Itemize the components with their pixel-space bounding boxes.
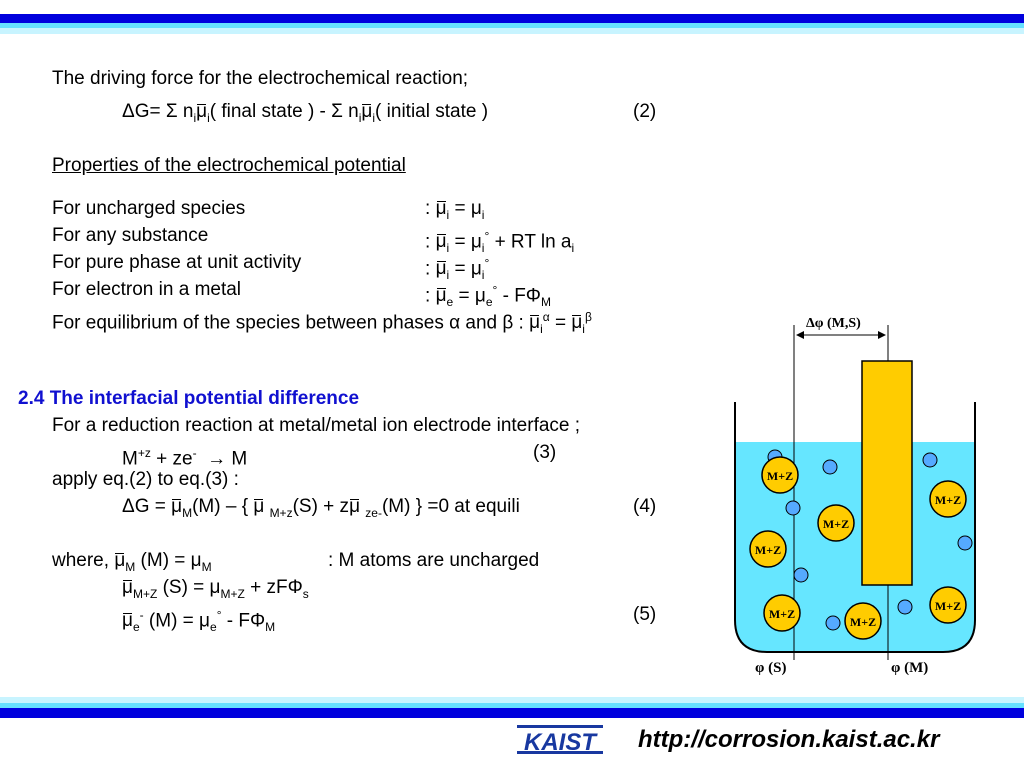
- metal-ion: M+Z: [749, 530, 787, 568]
- phi-s-label: φ (S): [755, 660, 786, 676]
- metal-ion: M+Z: [844, 602, 882, 640]
- svg-text:M+Z: M+Z: [769, 607, 795, 621]
- svg-text:M+Z: M+Z: [935, 599, 961, 613]
- metal-ion: M+Z: [929, 480, 967, 518]
- electrode-diagram: Δφ (M,S) φ (S) φ (M) M+Z M+Z M+Z M+Z M+Z…: [734, 316, 976, 676]
- footer-band-pale: [0, 697, 1024, 703]
- metal-ion: M+Z: [929, 586, 967, 624]
- row-equilibrium: For equilibrium of the species between p…: [52, 310, 592, 337]
- header-band-dark: [0, 14, 1024, 23]
- where-line: where, μM (M) = μM: [52, 550, 212, 574]
- metal-ion: M+Z: [817, 504, 855, 542]
- reduction-text: For a reduction reaction at metal/metal …: [52, 415, 581, 436]
- header-band-pale: [0, 28, 1024, 34]
- row-pure-eq: : μi = μi°: [425, 256, 490, 283]
- where-note: : M atoms are uncharged: [328, 550, 540, 571]
- footer-band-dark: [0, 708, 1024, 718]
- row-uncharged-eq: : μi = μi: [425, 198, 485, 222]
- metal-ion: M+Z: [761, 456, 799, 494]
- row-uncharged-label: For uncharged species: [52, 198, 246, 219]
- apply-text: apply eq.(2) to eq.(3) :: [52, 469, 239, 490]
- equation-3: M+z + ze- → M: [122, 446, 248, 470]
- row-any-eq: : μi = μi° + RT ln ai: [425, 229, 575, 256]
- row-electron-eq: : μe = μe° - FΦM: [425, 283, 551, 310]
- footer-band-light: [0, 703, 1024, 708]
- row-any-label: For any substance: [52, 225, 209, 246]
- svg-text:M+Z: M+Z: [935, 493, 961, 507]
- ion-potential-line: μM+Z (S) = μM+Z + zFΦs: [122, 577, 309, 601]
- intro-text: The driving force for the electrochemica…: [52, 68, 469, 89]
- solvent-molecule: [922, 452, 938, 468]
- row-pure-label: For pure phase at unit activity: [52, 252, 302, 273]
- equation-5-number: (5): [633, 604, 657, 625]
- svg-text:M+Z: M+Z: [823, 517, 849, 531]
- phi-m-label: φ (M): [891, 660, 928, 676]
- solvent-molecule: [785, 500, 801, 516]
- section-heading: 2.4 The interfacial potential difference: [18, 388, 360, 409]
- kaist-logo: KAIST: [517, 725, 603, 756]
- footer-url-link[interactable]: http://corrosion.kaist.ac.kr: [638, 726, 940, 753]
- svg-text:M+Z: M+Z: [850, 615, 876, 629]
- solvent-molecule: [897, 599, 913, 615]
- equation-4-number: (4): [633, 496, 657, 517]
- solvent-molecule: [822, 459, 838, 475]
- header-band-light: [0, 23, 1024, 28]
- equation-2-number: (2): [633, 101, 657, 122]
- solvent-molecule: [957, 535, 973, 551]
- svg-text:KAIST: KAIST: [524, 729, 598, 756]
- svg-text:M+Z: M+Z: [767, 469, 793, 483]
- electron-potential-line: μe- (M) = μe° - FΦM: [122, 608, 276, 635]
- properties-title: Properties of the electrochemical potent…: [52, 155, 406, 176]
- equation-2: ΔG= Σ niμi( final state ) - Σ niμi( init…: [122, 101, 489, 125]
- svg-text:M+Z: M+Z: [755, 543, 781, 557]
- delta-phi-label: Δφ (M,S): [806, 316, 861, 331]
- equation-3-number: (3): [533, 442, 557, 463]
- row-electron-label: For electron in a metal: [52, 279, 242, 300]
- solvent-molecule: [793, 567, 809, 583]
- solvent-molecule: [825, 615, 841, 631]
- metal-ion: M+Z: [763, 594, 801, 632]
- metal-electrode: [861, 360, 913, 586]
- equation-4: ΔG = μM(M) – { μ M+z(S) + zμ ze-(M) } =0…: [122, 496, 520, 520]
- beaker: [734, 402, 976, 653]
